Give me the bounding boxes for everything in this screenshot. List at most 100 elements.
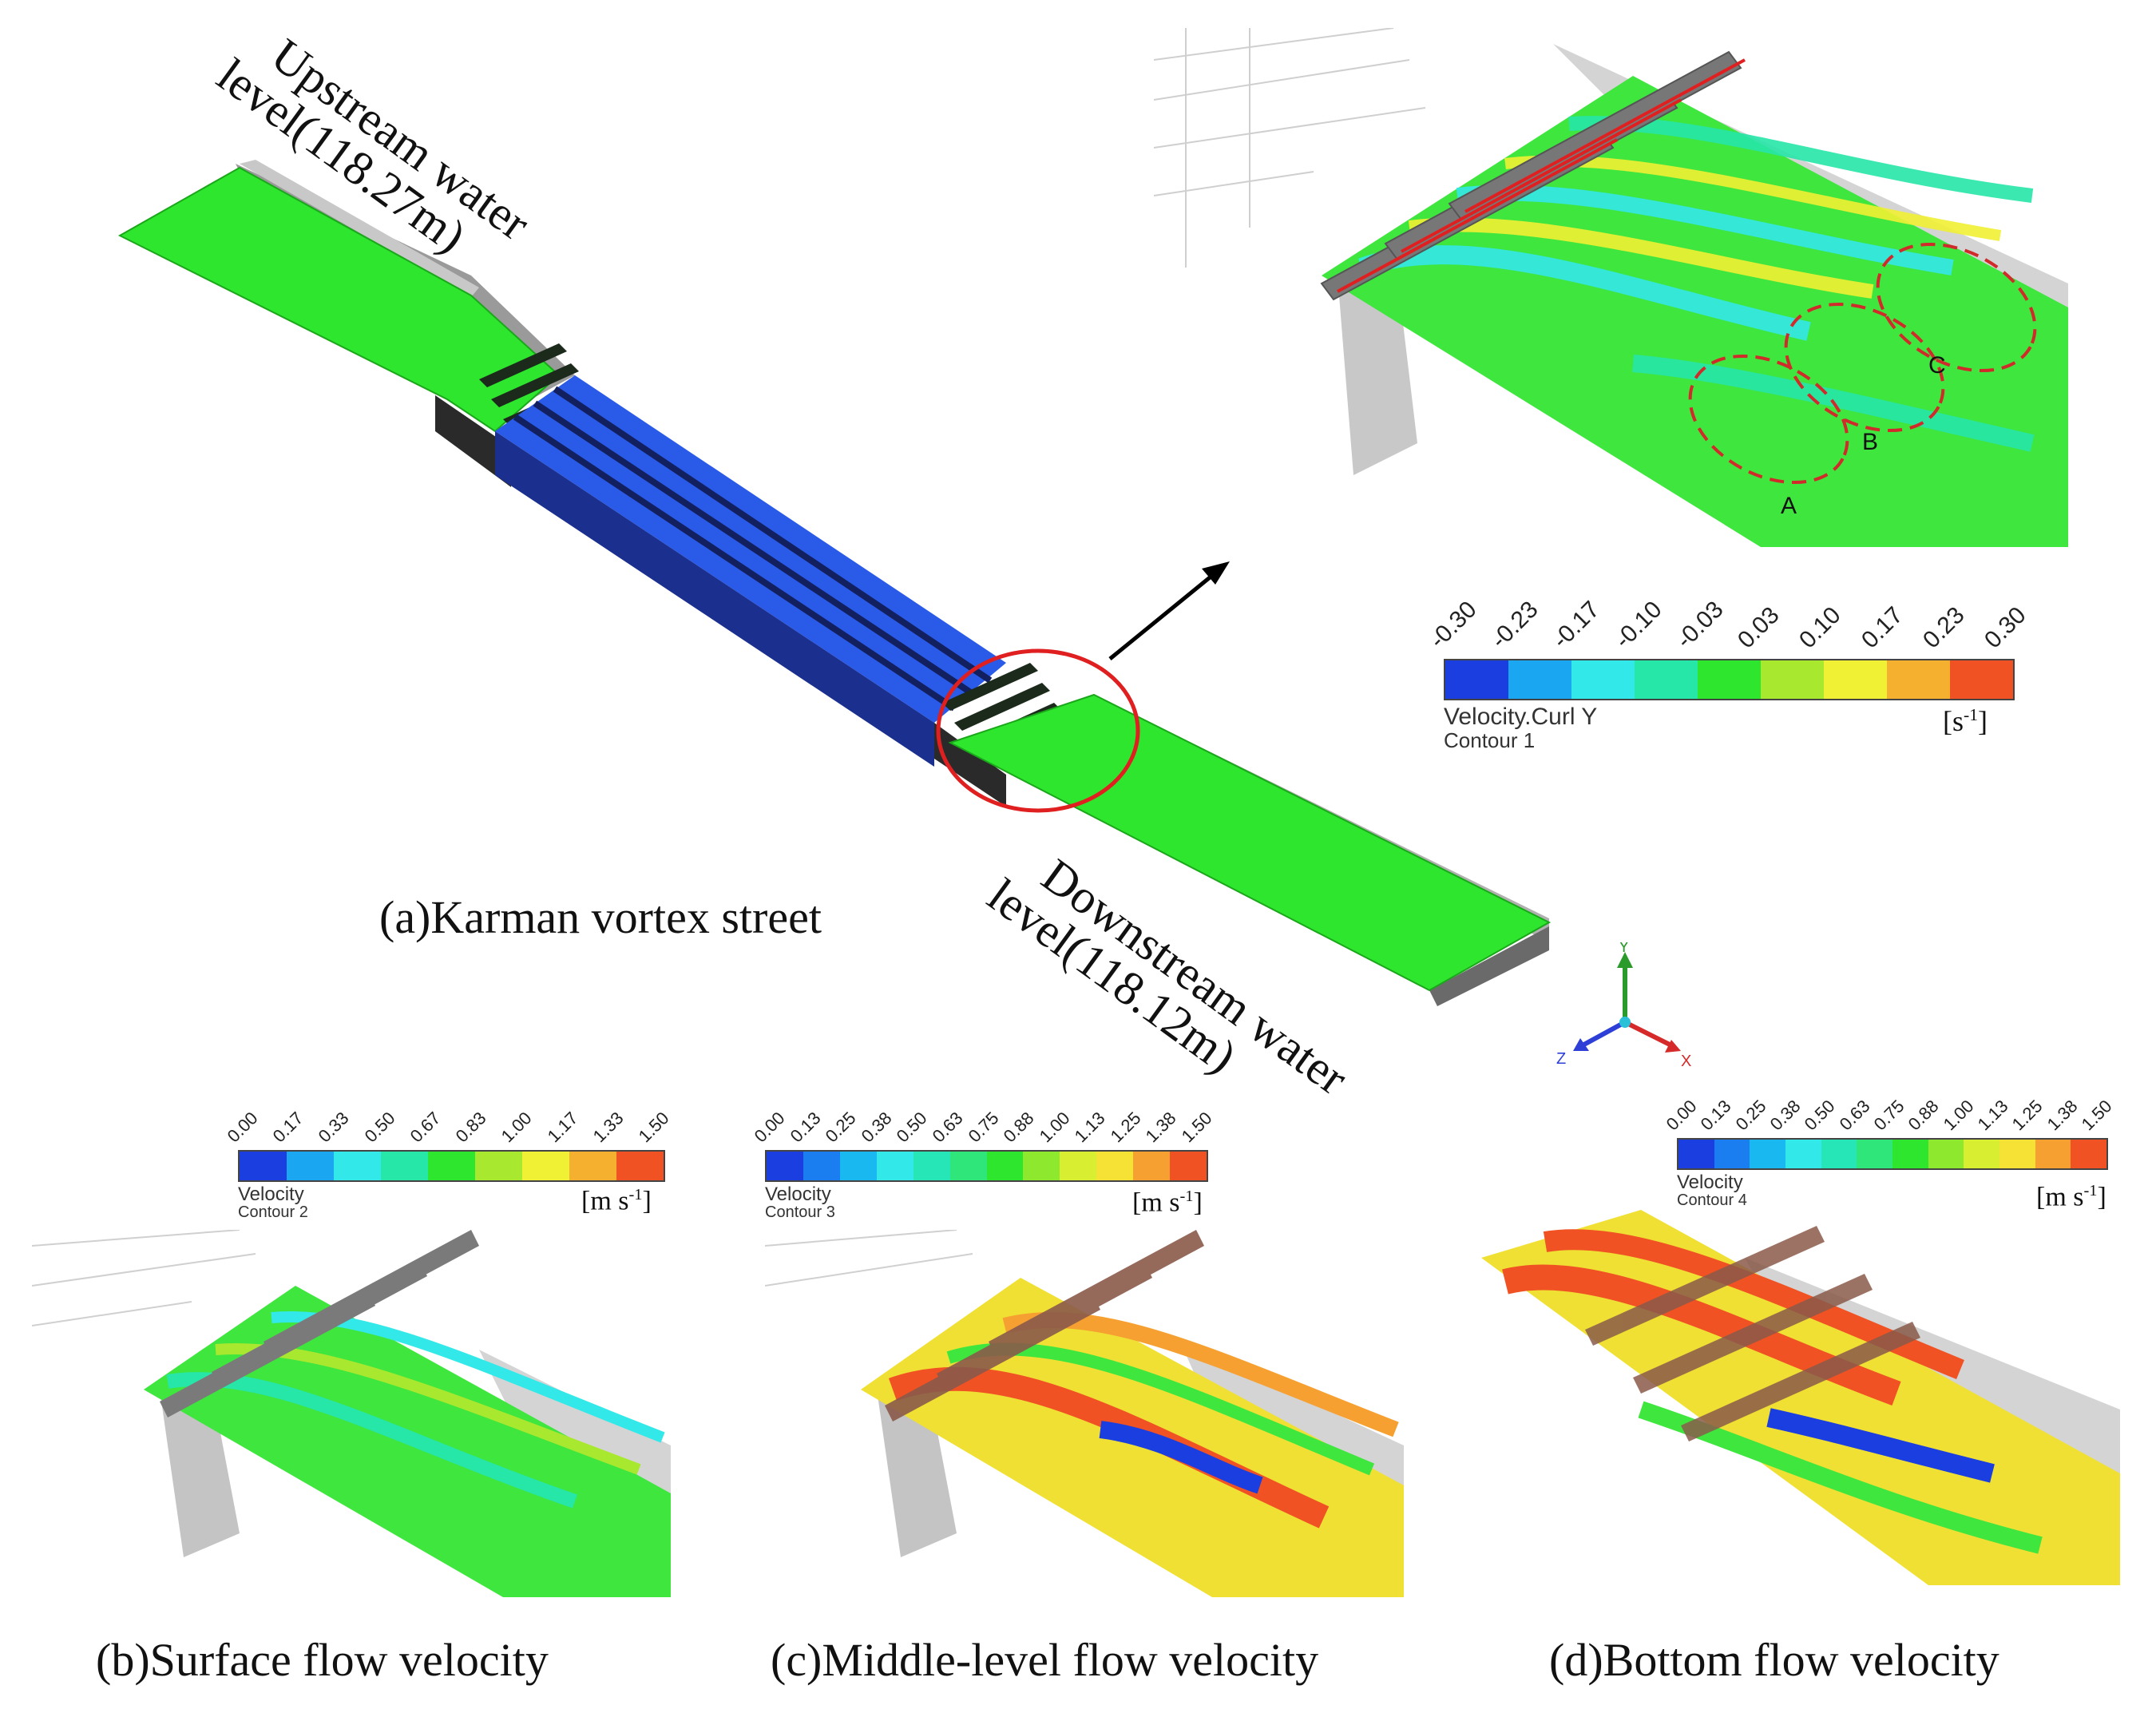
colorbar-d-tick: 0.88 bbox=[1904, 1096, 1943, 1135]
colorbar-d-tick: 0.75 bbox=[1869, 1096, 1908, 1135]
colorbar-c-tick: 1.25 bbox=[1106, 1108, 1145, 1147]
colorbar-d-swatch bbox=[1678, 1140, 1714, 1168]
colorbar-d-swatch bbox=[1857, 1140, 1893, 1168]
caption-a: (a)Karman vortex street bbox=[379, 891, 822, 943]
colorbar-d-unit-text: [m s bbox=[2036, 1182, 2084, 1212]
colorbar-d-swatch bbox=[1964, 1140, 2000, 1168]
colorbar-c-bar bbox=[765, 1150, 1208, 1182]
colorbar-c-swatch bbox=[1023, 1152, 1060, 1180]
colorbar-d-bar bbox=[1677, 1138, 2108, 1170]
colorbar-b-tick: 1.50 bbox=[634, 1108, 673, 1147]
colorbar-d-subtitle: Contour 4 bbox=[1677, 1192, 1747, 1210]
colorbar-d-swatch bbox=[1785, 1140, 1821, 1168]
colorbar-b-tick: 0.33 bbox=[315, 1108, 354, 1147]
vortex-inset: A B C bbox=[1154, 28, 2068, 547]
colorbar-c-swatch bbox=[1096, 1152, 1134, 1180]
colorbar-b-subtitle: Contour 2 bbox=[238, 1203, 308, 1222]
colorbar-b-swatch bbox=[522, 1152, 569, 1180]
colorbar-d-tick: 1.00 bbox=[1939, 1096, 1978, 1135]
colorbar-d-tick: 0.50 bbox=[1800, 1096, 1839, 1135]
colorbar-c-swatch bbox=[1060, 1152, 1097, 1180]
colorbar-c-swatch bbox=[913, 1152, 950, 1180]
colorbar-curl-tick: 0.17 bbox=[1856, 601, 1908, 654]
colorbar-c-subtitle: Contour 3 bbox=[765, 1203, 835, 1222]
colorbar-curl-swatch bbox=[1508, 660, 1571, 699]
colorbar-curl-swatch bbox=[1571, 660, 1635, 699]
upstream-base bbox=[435, 395, 511, 487]
downstream-wall-side bbox=[1429, 926, 1549, 1006]
colorbar-b-swatch bbox=[475, 1152, 522, 1180]
inset-wireframe bbox=[1154, 28, 1426, 268]
colorbar-c-tick: 0.88 bbox=[999, 1108, 1038, 1147]
colorbar-c-unit: [m s-1] bbox=[1132, 1188, 1203, 1218]
colorbar-curl-unit-text: [s bbox=[1943, 705, 1964, 737]
colorbar-b-tick: 0.50 bbox=[360, 1108, 399, 1147]
triad-x-axis bbox=[1623, 1020, 1674, 1049]
triad-label-x: X bbox=[1681, 1053, 1691, 1070]
colorbar-c-tick: 0.63 bbox=[928, 1108, 967, 1147]
colorbar-d-swatch bbox=[1928, 1140, 1964, 1168]
colorbar-b-tick: 1.00 bbox=[497, 1108, 536, 1147]
caption-b: (b)Surface flow velocity bbox=[96, 1634, 549, 1686]
middle-velocity-contour bbox=[765, 1230, 1404, 1597]
colorbar-d-unit-end: ] bbox=[2097, 1182, 2106, 1212]
colorbar-curl-swatch bbox=[1950, 660, 2013, 699]
triad-label-y: Y bbox=[1619, 942, 1629, 956]
colorbar-curl-unit-end: ] bbox=[1978, 705, 1988, 737]
colorbar-curl-title: Velocity.Curl Y Contour 1 bbox=[1444, 704, 1597, 751]
colorbar-b-bar bbox=[238, 1150, 665, 1182]
colorbar-b-swatch bbox=[428, 1152, 475, 1180]
triad-z-head bbox=[1573, 1038, 1589, 1051]
colorbar-curl-tick: 0.03 bbox=[1733, 601, 1785, 654]
colorbar-b-unit-text: [m s bbox=[581, 1186, 629, 1216]
colorbar-curl-tick: -0.10 bbox=[1609, 596, 1667, 654]
colorbar-d-tick: 0.63 bbox=[1835, 1096, 1874, 1135]
colorbar-curl-tick: 0.23 bbox=[1917, 601, 1970, 654]
colorbar-d-tick: 0.38 bbox=[1766, 1096, 1805, 1135]
colorbar-c-tick: 0.50 bbox=[892, 1108, 931, 1147]
colorbar-d-swatch bbox=[2071, 1140, 2107, 1168]
colorbar-curl-tick: -0.03 bbox=[1671, 596, 1729, 654]
colorbar-d-swatch bbox=[1999, 1140, 2035, 1168]
colorbar-c-swatch bbox=[949, 1152, 987, 1180]
colorbar-d-tick: 0.13 bbox=[1696, 1096, 1735, 1135]
colorbar-d-swatch bbox=[1750, 1140, 1786, 1168]
colorbar-c-swatch bbox=[767, 1152, 803, 1180]
highlight-circle bbox=[936, 648, 1140, 813]
inset-marker-a: A bbox=[1781, 493, 1797, 519]
inset-marker-c: C bbox=[1928, 352, 1946, 379]
colorbar-curl-title-text: Velocity.Curl Y bbox=[1444, 704, 1598, 730]
colorbar-d-swatch bbox=[2035, 1140, 2071, 1168]
colorbar-d-swatch bbox=[1821, 1140, 1857, 1168]
colorbar-curl-unit-sup: -1 bbox=[1964, 705, 1978, 724]
colorbar-c-unit-end: ] bbox=[1193, 1188, 1203, 1218]
colorbar-c-tick: 1.00 bbox=[1035, 1108, 1074, 1147]
colorbar-b-tick: 0.17 bbox=[268, 1108, 307, 1147]
colorbar-c-tick: 1.13 bbox=[1070, 1108, 1109, 1147]
colorbar-c-title-text: Velocity bbox=[765, 1184, 831, 1205]
colorbar-b-title: Velocity Contour 2 bbox=[238, 1184, 308, 1221]
triad-y-head bbox=[1617, 952, 1633, 968]
triad-label-z: Z bbox=[1556, 1050, 1566, 1068]
colorbar-b-tick: 0.67 bbox=[406, 1108, 445, 1147]
panel-c-piers bbox=[885, 1230, 1204, 1422]
colorbar-c-tick: 0.00 bbox=[750, 1108, 789, 1147]
surface-velocity-contour bbox=[32, 1230, 671, 1597]
bottom-velocity-contour bbox=[1481, 1210, 2120, 1585]
colorbar-curl-tick: 0.10 bbox=[1794, 601, 1846, 654]
colorbar-d-title-text: Velocity bbox=[1677, 1172, 1743, 1193]
colorbar-curl-tick: 0.30 bbox=[1979, 601, 2031, 654]
colorbar-curl-swatch bbox=[1698, 660, 1761, 699]
colorbar-d-tick: 1.50 bbox=[2077, 1096, 2116, 1135]
colorbar-c-swatch bbox=[986, 1152, 1024, 1180]
colorbar-b-tick: 0.00 bbox=[223, 1108, 262, 1147]
zoom-arrow bbox=[1108, 569, 1219, 660]
colorbar-c-unit-text: [m s bbox=[1132, 1188, 1180, 1218]
colorbar-d-tick: 1.38 bbox=[2043, 1096, 2082, 1135]
caption-d: (d)Bottom flow velocity bbox=[1549, 1634, 1999, 1686]
colorbar-d-unit-sup: -1 bbox=[2083, 1182, 2098, 1199]
channel-model-diagram bbox=[117, 160, 1552, 1006]
panel-c-wireframe bbox=[765, 1230, 973, 1287]
zoom-arrow-head bbox=[1202, 561, 1230, 585]
